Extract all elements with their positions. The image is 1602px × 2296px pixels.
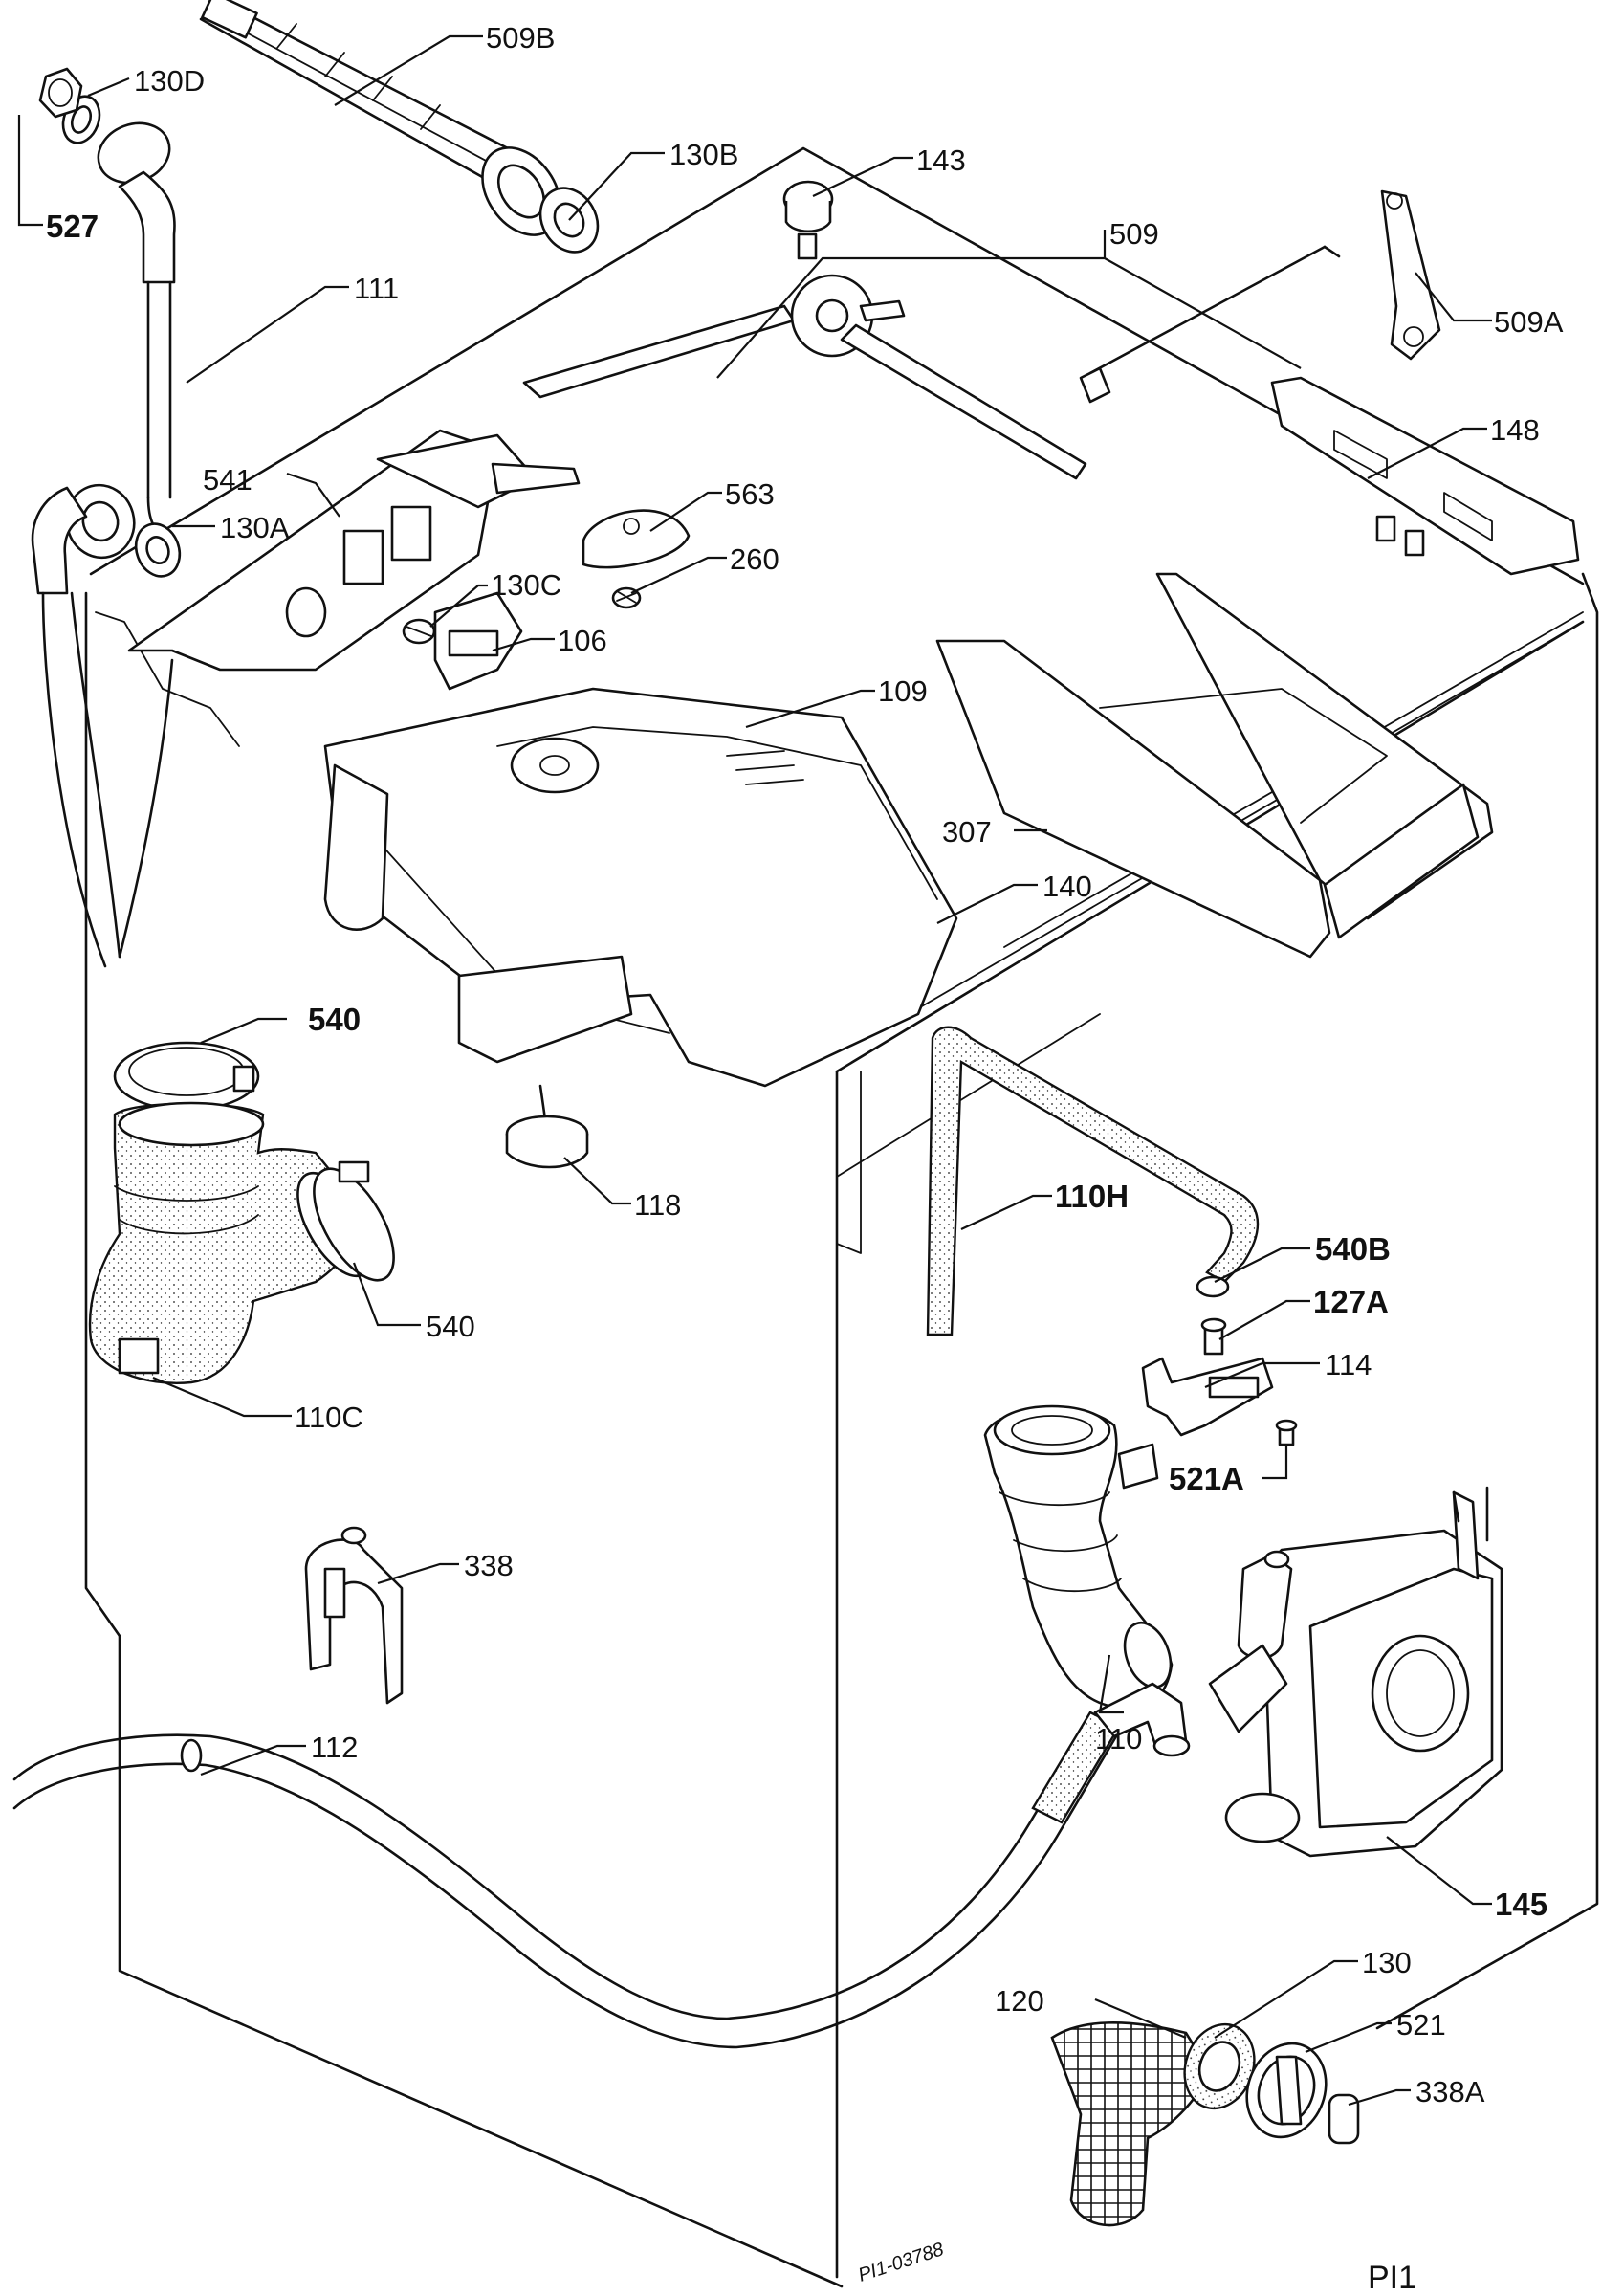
label-509a: 509A (1494, 305, 1564, 339)
hose-111 (97, 121, 176, 538)
label-509b: 509B (486, 21, 555, 55)
label-130d: 130D (134, 64, 205, 98)
label-106: 106 (558, 624, 607, 657)
cover-338a (1328, 2093, 1360, 2145)
hose-110h (926, 1026, 1260, 1336)
label-145: 145 (1495, 1887, 1547, 1922)
label-130b: 130B (669, 138, 738, 171)
label-109: 109 (878, 674, 928, 708)
label-148: 148 (1490, 413, 1540, 447)
label-127a: 127A (1313, 1284, 1389, 1319)
label-260: 260 (730, 542, 779, 576)
drain-hose-112 (12, 1682, 1191, 2049)
label-111: 111 (354, 272, 399, 305)
drawer-307 (935, 572, 1494, 959)
sheet-label: PI1 (1368, 2260, 1416, 2296)
washer-130c (402, 618, 436, 645)
clamp-540-side (313, 1160, 395, 1282)
hose-guide-338 (304, 1526, 404, 1705)
cap-521 (1245, 2042, 1328, 2139)
label-540b: 540B (1315, 1231, 1391, 1267)
valve-bracket-541 (127, 429, 581, 672)
link-509a (1380, 189, 1441, 361)
label-120: 120 (995, 1984, 1044, 2018)
sump-hose-110 (983, 1404, 1174, 1711)
leader-lines (17, 34, 1492, 2107)
lever-509 (522, 245, 1341, 480)
valve-106 (433, 591, 523, 691)
nut-527 (38, 67, 83, 119)
cam-563 (582, 509, 691, 569)
label-527: 527 (46, 209, 99, 244)
pressure-switch-114 (1141, 1357, 1274, 1437)
label-114: 114 (1325, 1348, 1372, 1381)
label-521a: 521A (1169, 1461, 1244, 1496)
label-130a: 130A (220, 511, 290, 544)
label-338: 338 (464, 1549, 514, 1582)
label-338a: 338A (1415, 2075, 1485, 2108)
label-110: 110 (1095, 1722, 1142, 1755)
filter-120 (1050, 2021, 1212, 2227)
label-563: 563 (725, 477, 775, 511)
nozzle-118 (505, 1084, 589, 1169)
part-labels: 509B 130D 527 130B 143 509 509A 111 148 … (46, 21, 1564, 2108)
fitting-127a (1200, 1317, 1227, 1356)
seal-130 (1183, 2022, 1256, 2110)
plug-521a (1275, 1419, 1298, 1446)
clip-540b (1196, 1275, 1230, 1298)
label-110c: 110C (295, 1401, 363, 1434)
label-130c: 130C (491, 568, 561, 602)
pump-145 (1208, 1486, 1503, 1858)
inlet-hose-509b (199, 0, 561, 236)
drawing-reference: PI1-03788 (856, 2239, 947, 2285)
drawer-handle-148 (1270, 376, 1580, 576)
label-509: 509 (1109, 217, 1159, 251)
dispenser-housing-109 (323, 687, 958, 1088)
label-541: 541 (203, 463, 252, 497)
label-307: 307 (942, 815, 992, 849)
label-118: 118 (634, 1188, 681, 1222)
clamp-540-top (113, 1041, 260, 1112)
label-130: 130 (1362, 1946, 1412, 1979)
elbow-130a (31, 483, 182, 968)
label-521: 521 (1396, 2008, 1446, 2042)
label-540-top: 540 (308, 1002, 361, 1037)
knob-143 (782, 180, 834, 260)
label-110h: 110H (1055, 1179, 1129, 1214)
label-112: 112 (311, 1731, 358, 1764)
label-143: 143 (916, 144, 966, 177)
label-140: 140 (1042, 870, 1092, 903)
label-540-side: 540 (426, 1310, 475, 1343)
